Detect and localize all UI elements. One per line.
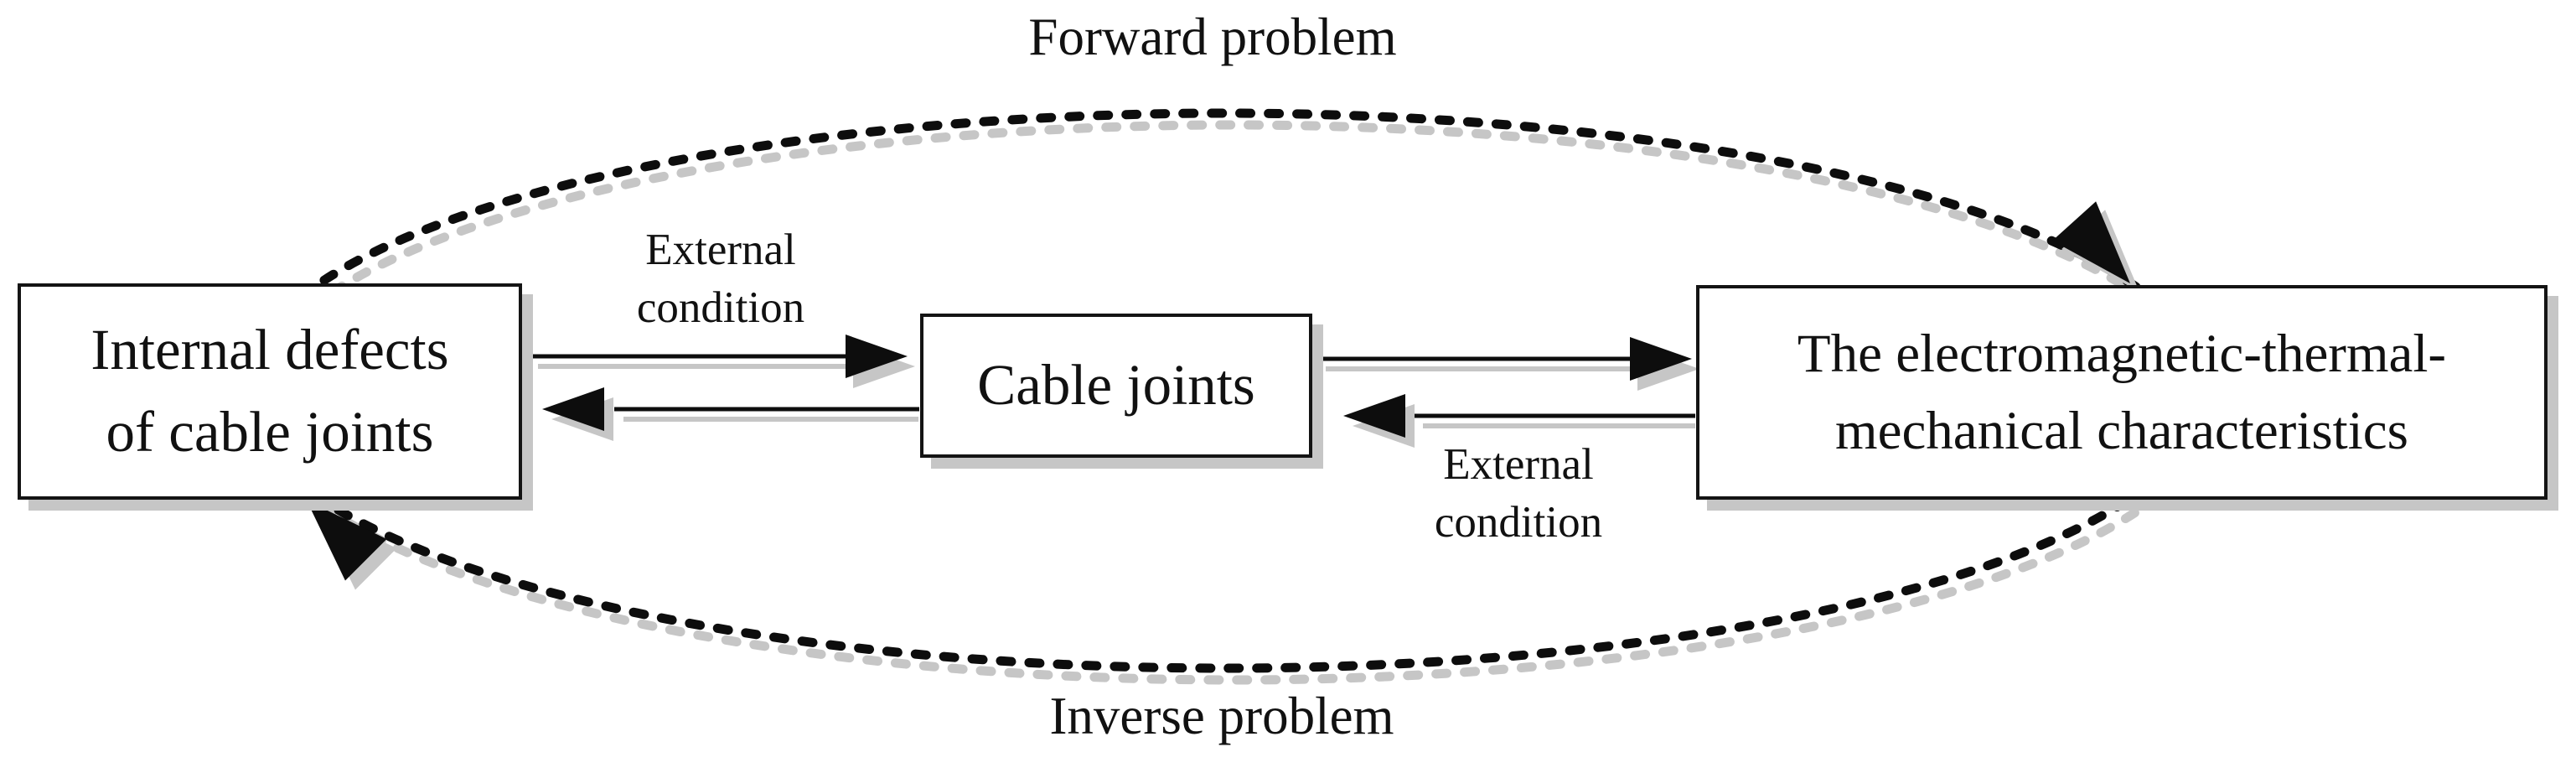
node-internal-defects: Internal defects of cable joints	[18, 283, 522, 500]
node-em-thermal-mechanical-line1: The electromagnetic-thermal-	[1797, 323, 2447, 384]
node-cable-joints-label: Cable joints	[977, 353, 1255, 418]
arrow-left-return	[542, 387, 919, 441]
node-em-thermal-mechanical: The electromagnetic-thermal- mechanical …	[1696, 285, 2548, 500]
node-cable-joints: Cable joints	[920, 314, 1312, 458]
arrow-left-forward-head-icon	[846, 335, 908, 378]
external-condition-label-right: External condition	[1435, 436, 1602, 552]
arrow-right-forward-head-icon	[1630, 337, 1692, 381]
node-internal-defects-line2: of cable joints	[106, 400, 434, 464]
node-em-thermal-mechanical-line2: mechanical characteristics	[1835, 401, 2408, 461]
arrow-right-forward	[1314, 337, 1699, 391]
external-condition-right-line2: condition	[1434, 497, 1603, 547]
forward-arc-arrowhead-icon	[2052, 201, 2130, 283]
node-internal-defects-line1: Internal defects	[91, 318, 449, 382]
inverse-problem-label: Inverse problem	[1049, 686, 1394, 747]
arrow-left-return-head-icon	[542, 387, 604, 431]
forward-problem-text: Forward problem	[1028, 8, 1397, 66]
external-condition-left-line1: External	[645, 226, 796, 274]
arrow-left-forward	[525, 335, 915, 388]
inverse-problem-text: Inverse problem	[1049, 687, 1394, 745]
forward-problem-label: Forward problem	[1028, 7, 1396, 68]
arrow-right-return	[1343, 394, 1695, 448]
inverse-arc-arrowhead-icon	[307, 501, 387, 581]
arrow-right-return-head-icon	[1343, 394, 1405, 438]
external-condition-left-line2: condition	[636, 283, 805, 332]
external-condition-label-left: External condition	[637, 221, 804, 337]
external-condition-right-line1: External	[1443, 440, 1594, 489]
